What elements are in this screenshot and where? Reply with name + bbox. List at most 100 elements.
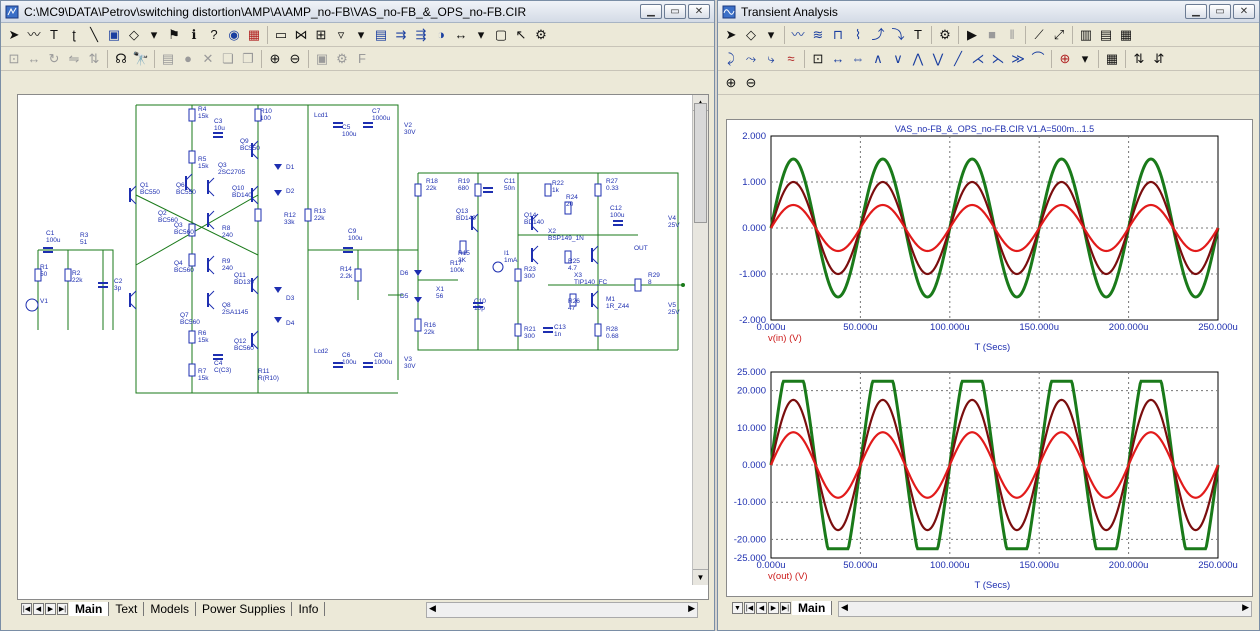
on-off-icon[interactable]: ◑ [437, 26, 445, 42]
t-tab-prev-button[interactable]: ◀ [756, 602, 767, 614]
t-table-icon[interactable]: ▦ [1105, 50, 1119, 66]
t-hpeak-icon[interactable]: ⋀ [912, 50, 924, 66]
warning-icon[interactable]: ● [184, 50, 192, 66]
t-hscroll-left-arrow[interactable]: ◀ [841, 602, 848, 612]
plot-area[interactable]: VAS_no-FB_&_OPS_no-FB.CIR V1.A=500m...1.… [726, 119, 1253, 597]
flip-icon[interactable]: ⇋ [68, 50, 80, 66]
tab-first-button[interactable]: |◀ [21, 603, 32, 615]
pin-icon[interactable]: ▦ [247, 26, 261, 42]
t-peak-icon[interactable]: ⤴ [871, 26, 885, 42]
page-icon[interactable]: ▢ [494, 26, 508, 42]
schematic-titlebar[interactable]: C:\MC9\DATA\Petrov\switching distortion\… [1, 1, 714, 23]
line-icon[interactable]: ╲ [90, 26, 98, 42]
t-valley-icon[interactable]: ⤵ [891, 26, 905, 42]
t-peak2-icon[interactable]: ∧ [873, 50, 883, 66]
dropdown-icon[interactable]: ▾ [150, 26, 158, 42]
props2-icon[interactable]: ▤ [161, 50, 175, 66]
t-horiz-icon[interactable]: ↔ [831, 50, 845, 66]
info-icon[interactable]: ℹ [191, 26, 197, 42]
t-arc-icon[interactable]: ⌒ [1031, 50, 1045, 66]
t-valley2-icon[interactable]: ∨ [893, 50, 903, 66]
close2-icon[interactable]: ✕ [202, 50, 214, 66]
t-pause-icon[interactable]: ‖ [1009, 26, 1015, 42]
flag-icon[interactable]: ⚑ [168, 26, 180, 42]
t-hscroll-right-arrow[interactable]: ▶ [1242, 602, 1249, 612]
move-icon[interactable]: ↔ [27, 50, 41, 66]
t-tag2-icon[interactable]: ⇵ [1153, 50, 1165, 66]
copy-icon[interactable]: ❏ [222, 50, 234, 66]
paste-icon[interactable]: ❐ [242, 50, 254, 66]
vdd-icon[interactable]: ▿ [337, 26, 345, 42]
transient-horizontal-scrollbar[interactable]: ◀ ▶ [838, 601, 1252, 617]
t-hvalley-icon[interactable]: ⋁ [932, 50, 944, 66]
t-stop-icon[interactable]: ■ [988, 26, 996, 42]
transient-minimize-button[interactable]: ▁ [1185, 4, 1207, 19]
camera-icon[interactable]: ▣ [315, 50, 329, 66]
t-grid2-icon[interactable]: ▤ [1099, 26, 1113, 42]
grid-icon[interactable]: ⊡ [8, 50, 20, 66]
bend-icon[interactable]: ʈ [72, 26, 76, 42]
t-tab-main[interactable]: Main [792, 601, 833, 615]
hscroll-right-arrow[interactable]: ▶ [688, 603, 695, 613]
arrowline-icon[interactable]: ↔ [454, 26, 468, 42]
hscroll-left-arrow[interactable]: ◀ [429, 603, 436, 613]
tab-text[interactable]: Text [109, 602, 145, 616]
t-fit-icon[interactable]: ⊡ [812, 50, 824, 66]
label-box-icon[interactable]: ▣ [107, 26, 121, 42]
t-tab-drop-button[interactable]: ▼ [732, 602, 743, 614]
t-rise-icon[interactable]: ⤳ [745, 50, 757, 66]
transient-close-button[interactable]: ✕ [1233, 4, 1255, 19]
t-cursor-icon[interactable]: ➤ [725, 26, 737, 42]
font-icon[interactable]: F [358, 50, 366, 66]
zoom-in-icon[interactable]: ⊕ [269, 50, 281, 66]
tab-prev-button[interactable]: ◀ [33, 603, 44, 615]
tab-next-button[interactable]: ▶ [45, 603, 56, 615]
t-slope-icon[interactable]: ⤸ [727, 50, 735, 66]
transient-titlebar[interactable]: Transient Analysis ▁ ▭ ✕ [718, 1, 1259, 23]
sweep-icon[interactable]: ▤ [374, 26, 388, 42]
schematic-vertical-scrollbar[interactable]: ▲ ▼ [692, 95, 708, 585]
find-icon[interactable]: 🔭 [132, 50, 150, 66]
text-icon[interactable]: T [50, 26, 58, 42]
t-run-icon[interactable]: ▶ [967, 26, 977, 42]
minimize-button[interactable]: ▁ [640, 4, 662, 19]
schematic-horizontal-scrollbar[interactable]: ◀ ▶ [426, 602, 698, 618]
t-pulse-icon[interactable]: ⊓ [832, 26, 844, 42]
t-scale-icon[interactable]: ⤢ [1053, 26, 1065, 42]
scroll-down-arrow[interactable]: ▼ [693, 569, 708, 585]
t-slope2-icon[interactable]: ╱ [954, 50, 962, 66]
close-button[interactable]: ✕ [688, 4, 710, 19]
t-horiz2-icon[interactable]: ⇔ [851, 50, 865, 66]
t-tool-icon[interactable]: ⊕ [1059, 50, 1071, 66]
cursor-icon[interactable]: ➤ [8, 26, 20, 42]
tab-info[interactable]: Info [292, 602, 326, 616]
t-zoom-in-icon[interactable]: ⊕ [725, 74, 737, 90]
t-zoom-out-icon[interactable]: ⊖ [745, 74, 757, 90]
tab-main[interactable]: Main [69, 602, 110, 616]
t-tab-last-button[interactable]: ▶| [780, 602, 791, 614]
transient-maximize-button[interactable]: ▭ [1209, 4, 1231, 19]
dropdown2-icon[interactable]: ▾ [357, 26, 365, 42]
t-tab-first-button[interactable]: |◀ [744, 602, 755, 614]
t-wave2-icon[interactable]: ≋ [812, 26, 824, 42]
rotate-icon[interactable]: ↻ [48, 50, 60, 66]
properties-icon[interactable]: ⚙ [535, 26, 547, 42]
tab-models[interactable]: Models [144, 602, 197, 616]
select-icon[interactable]: ↖ [515, 26, 527, 42]
maximize-button[interactable]: ▭ [664, 4, 686, 19]
t-line-icon[interactable]: ⟋ [1034, 26, 1044, 42]
shapes-icon[interactable]: ◇ [129, 26, 139, 42]
t-properties-icon[interactable]: ⚙ [939, 26, 951, 42]
t-dropdown2-icon[interactable]: ▾ [1081, 50, 1089, 66]
tab-power-supplies[interactable]: Power Supplies [196, 602, 293, 616]
help-icon[interactable]: ? [210, 26, 218, 42]
t-cross2-icon[interactable]: ⋋ [991, 50, 1005, 66]
t-grid3-icon[interactable]: ▦ [1119, 26, 1133, 42]
text-box-icon[interactable]: ▭ [274, 26, 288, 42]
mirror-icon[interactable]: ⇅ [88, 50, 100, 66]
dropdown3-icon[interactable]: ▾ [477, 26, 485, 42]
globe-icon[interactable]: ◉ [228, 26, 240, 42]
t-fall-icon[interactable]: ⤷ [767, 50, 775, 66]
t-shapes-icon[interactable]: ◇ [746, 26, 756, 42]
